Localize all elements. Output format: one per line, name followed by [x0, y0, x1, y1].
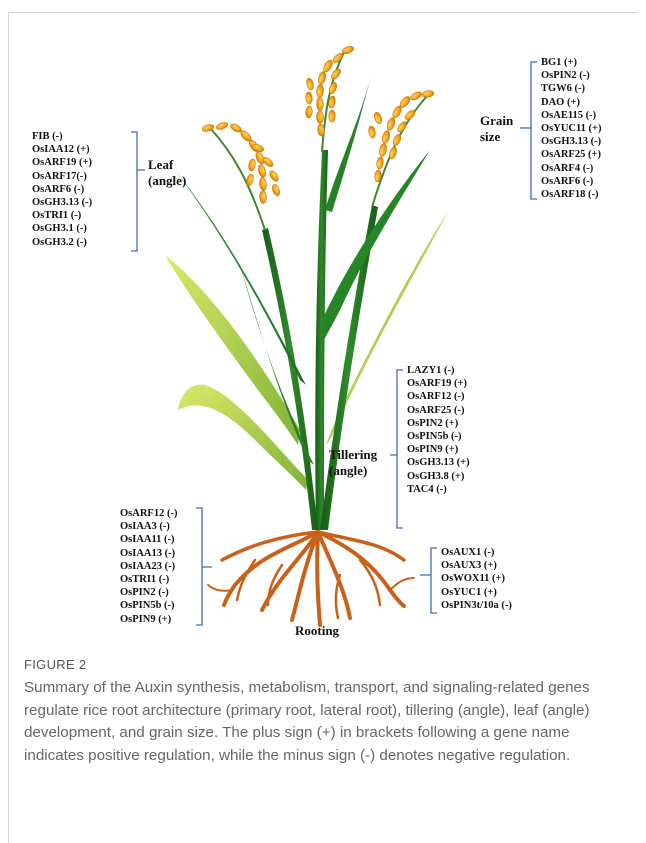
gene-item: OsARF4 (-) — [541, 162, 602, 175]
gene-item: OsPIN9 (+) — [407, 443, 470, 456]
grain-label-line2: size — [480, 129, 513, 145]
gene-item: OsIAA23 (-) — [120, 560, 177, 573]
bracket-tillering — [390, 370, 403, 528]
gene-item: OsARF25 (+) — [541, 148, 602, 161]
gene-item: TGW6 (-) — [541, 82, 602, 95]
gene-item: OsTRI1 (-) — [120, 573, 177, 586]
gene-item: OsARF25 (-) — [407, 404, 470, 417]
gene-item: OsPIN2 (-) — [120, 586, 177, 599]
gene-item: OsGH3.8 (+) — [407, 470, 470, 483]
leaf-label-line1: Leaf — [148, 157, 186, 173]
gene-item: FIB (-) — [32, 130, 92, 143]
gene-item: OsYUC11 (+) — [541, 122, 602, 135]
bracket-rooting-left — [196, 508, 212, 625]
root — [317, 532, 320, 625]
rooting-left-gene-list: OsARF12 (-) OsIAA3 (-) OsIAA11 (-) OsIAA… — [120, 507, 177, 626]
rooting-right-gene-list: OsAUX1 (-) OsAUX3 (+) OsWOX11 (+) OsYUC1… — [441, 546, 512, 612]
grain-label: Grain size — [480, 113, 513, 145]
gene-item: OsARF17(-) — [32, 170, 92, 183]
gene-item: OsPIN9 (+) — [120, 613, 177, 626]
gene-item: LAZY1 (-) — [407, 364, 470, 377]
panicle-right — [368, 90, 435, 182]
bracket-rooting-right — [420, 548, 437, 613]
gene-item: OsGH3.13 (-) — [541, 135, 602, 148]
gene-item: OsAUX1 (-) — [441, 546, 512, 559]
leaf-lower-left — [178, 385, 308, 490]
root — [390, 578, 414, 590]
root — [336, 575, 340, 618]
root — [262, 532, 318, 610]
gene-item: OsPIN3t/10a (-) — [441, 599, 512, 612]
stem-left — [262, 228, 318, 530]
gene-item: BG1 (+) — [541, 56, 602, 69]
tillering-gene-list: LAZY1 (-) OsARF19 (+) OsARF12 (-) OsARF2… — [407, 364, 470, 496]
grain-gene-list: BG1 (+) OsPIN2 (-) TGW6 (-) DAO (+) OsAE… — [541, 56, 602, 201]
gene-item: OsWOX11 (+) — [441, 572, 512, 585]
gene-item: OsPIN2 (+) — [407, 417, 470, 430]
panicle-left — [201, 121, 281, 203]
gene-item: OsARF18 (-) — [541, 188, 602, 201]
tillering-label-line2: (angle) — [329, 463, 377, 479]
gene-item: TAC4 (-) — [407, 483, 470, 496]
bracket-leaf — [131, 132, 145, 251]
rooting-label: Rooting — [295, 623, 339, 639]
gene-item: OsGH3.2 (-) — [32, 236, 92, 249]
gene-item: OsPIN5b (-) — [407, 430, 470, 443]
bracket-grain — [520, 62, 537, 199]
gene-item: OsPIN5b (-) — [120, 599, 177, 612]
leaf-label: Leaf (angle) — [148, 157, 186, 189]
leaf-label-line2: (angle) — [148, 173, 186, 189]
gene-item: OsYUC1 (+) — [441, 586, 512, 599]
gene-item: OsAUX3 (+) — [441, 559, 512, 572]
grain-label-line1: Grain — [480, 113, 513, 129]
roots — [208, 532, 414, 625]
gene-item: OsIAA3 (-) — [120, 520, 177, 533]
gene-item: OsAE115 (-) — [541, 109, 602, 122]
gene-item: DAO (+) — [541, 96, 602, 109]
figure-label: FIGURE 2 — [24, 657, 86, 672]
gene-item: OsIAA11 (-) — [120, 533, 177, 546]
panicle-center — [305, 45, 354, 136]
figure-caption: Summary of the Auxin synthesis, metaboli… — [24, 677, 624, 767]
gene-item: OsIAA12 (+) — [32, 143, 92, 156]
gene-item: OsPIN2 (-) — [541, 69, 602, 82]
tillering-label: Tillering (angle) — [329, 447, 377, 479]
gene-item: OsGH3.13 (-) — [32, 196, 92, 209]
gene-item: OsARF12 (-) — [120, 507, 177, 520]
gene-item: OsGH3.13 (+) — [407, 456, 470, 469]
gene-item: OsIAA13 (-) — [120, 547, 177, 560]
gene-item: OsARF19 (+) — [407, 377, 470, 390]
tillering-label-line1: Tillering — [329, 447, 377, 463]
gene-item: OsARF19 (+) — [32, 156, 92, 169]
leaf-gene-list: FIB (-) OsIAA12 (+) OsARF19 (+) OsARF17(… — [32, 130, 92, 249]
gene-item: OsGH3.1 (-) — [32, 222, 92, 235]
root — [208, 585, 232, 591]
gene-item: OsARF6 (-) — [541, 175, 602, 188]
gene-item: OsARF12 (-) — [407, 390, 470, 403]
gene-item: OsARF6 (-) — [32, 183, 92, 196]
stem-right — [320, 205, 378, 530]
gene-item: OsTRI1 (-) — [32, 209, 92, 222]
